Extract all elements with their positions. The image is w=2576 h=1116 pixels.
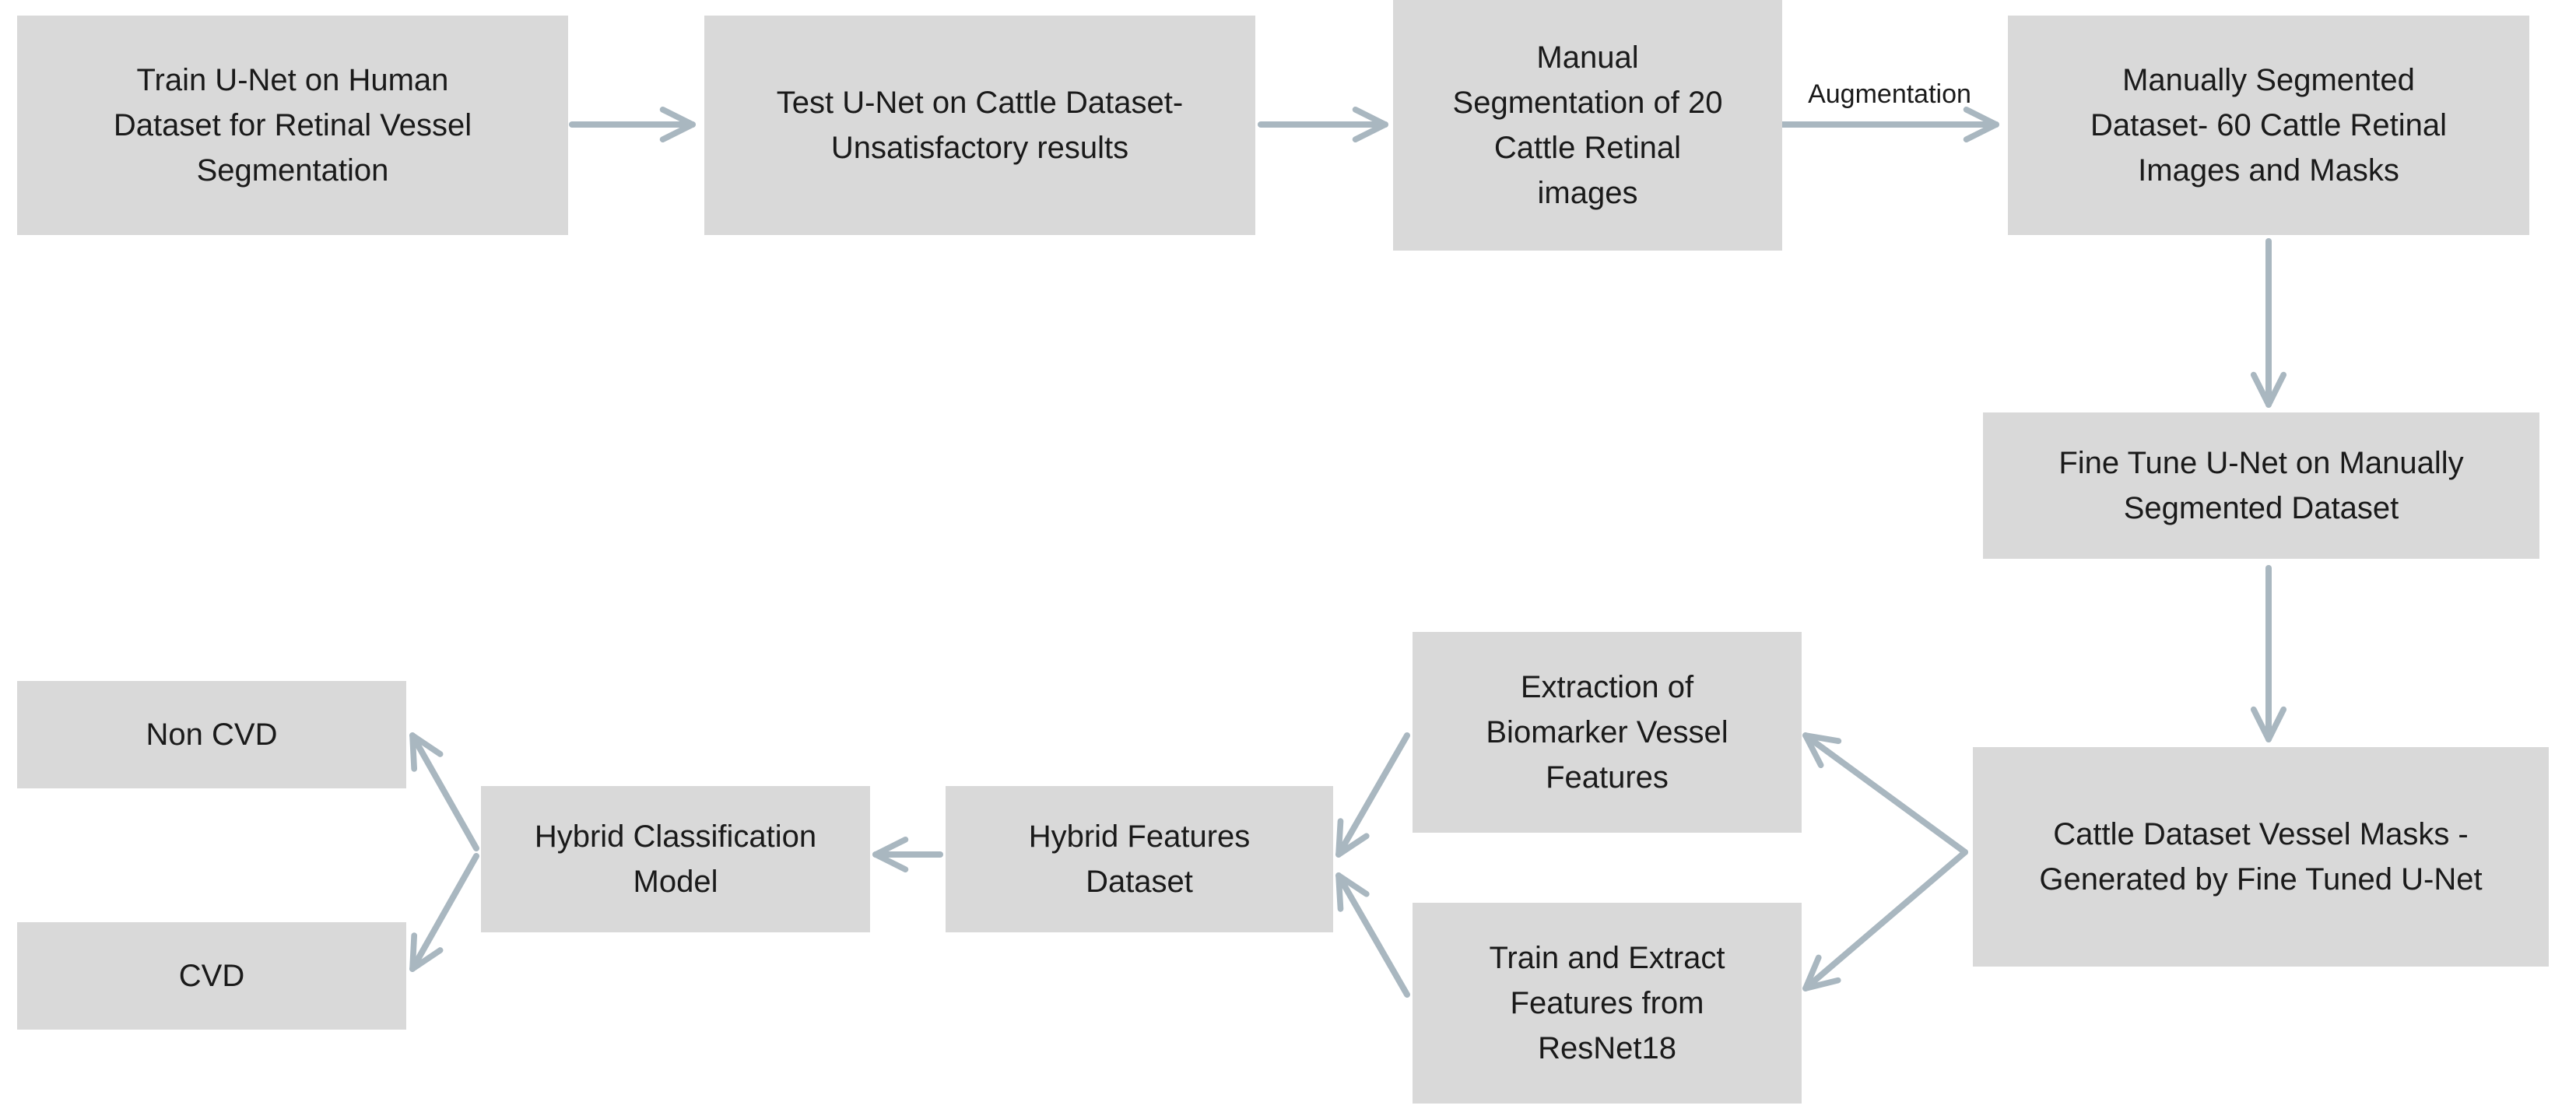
resnet-node: Train and Extract Features from ResNet18 <box>1413 903 1802 1104</box>
vessel-masks-label: Cattle Dataset Vessel Masks - Generated … <box>2039 817 2483 897</box>
arrow-model-to-non-cvd <box>409 732 479 851</box>
arrow-masks-to-extraction <box>1802 732 1968 855</box>
manually-segmented-dataset-node: Manually Segmented Dataset- 60 Cattle Re… <box>2008 16 2529 235</box>
arrow-masks-to-resnet <box>1802 849 1968 991</box>
hybrid-features-label: Hybrid Features Dataset <box>1028 819 1251 899</box>
train-unet-label: Train U-Net on Human Dataset for Retinal… <box>113 63 472 188</box>
train-unet-node: Train U-Net on Human Dataset for Retinal… <box>17 16 568 235</box>
augmentation-label: Augmentation <box>1808 79 1971 109</box>
cvd-label: CVD <box>178 959 245 993</box>
hybrid-model-node: Hybrid Classification Model <box>481 786 870 932</box>
extraction-label: Extraction of Biomarker Vessel Features <box>1486 670 1728 795</box>
arrow-resnet-to-hybrid-features <box>1335 872 1410 998</box>
test-unet-label: Test U-Net on Cattle Dataset- Unsatisfac… <box>776 86 1184 165</box>
arrow-model-to-cvd <box>409 853 479 972</box>
hybrid-features-node: Hybrid Features Dataset <box>946 786 1333 932</box>
non-cvd-label: Non CVD <box>146 718 278 752</box>
non-cvd-node: Non CVD <box>17 681 406 788</box>
arrow-extraction-to-hybrid-features <box>1335 732 1410 858</box>
manual-segmentation-label: Manual Segmentation of 20 Cattle Retinal… <box>1452 40 1723 210</box>
resnet-label: Train and Extract Features from ResNet18 <box>1489 941 1725 1065</box>
fine-tune-label: Fine Tune U-Net on Manually Segmented Da… <box>2058 446 2464 525</box>
vessel-masks-node: Cattle Dataset Vessel Masks - Generated … <box>1973 747 2549 967</box>
test-unet-node: Test U-Net on Cattle Dataset- Unsatisfac… <box>704 16 1255 235</box>
manual-segmentation-node: Manual Segmentation of 20 Cattle Retinal… <box>1393 0 1782 251</box>
hybrid-model-label: Hybrid Classification Model <box>534 819 817 899</box>
fine-tune-node: Fine Tune U-Net on Manually Segmented Da… <box>1983 412 2539 559</box>
cvd-node: CVD <box>17 922 406 1030</box>
manually-segmented-dataset-label: Manually Segmented Dataset- 60 Cattle Re… <box>2090 63 2447 188</box>
extraction-node: Extraction of Biomarker Vessel Features <box>1413 632 1802 833</box>
